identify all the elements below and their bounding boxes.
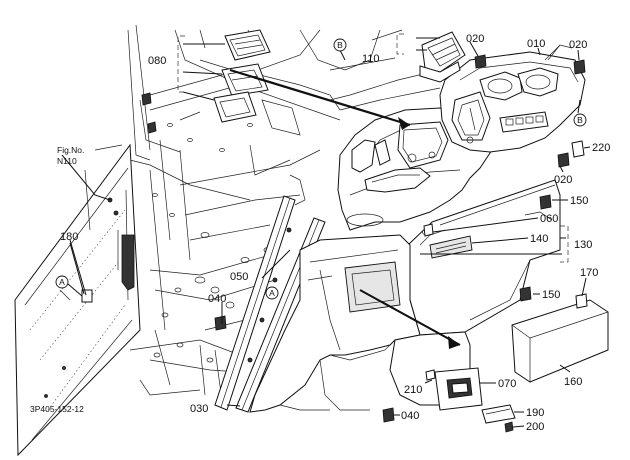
window-opening [344, 261, 401, 313]
bolt-170 [575, 293, 588, 309]
bracket-080 [177, 35, 185, 93]
label-060: 060 [540, 213, 558, 225]
label-150-upper: 150 [570, 195, 588, 207]
svg-text:B: B [337, 40, 343, 50]
bolt-020-mid [557, 152, 570, 168]
fig-ref-line1: Fig.No. [57, 145, 84, 155]
label-070: 070 [498, 378, 516, 390]
part-160-cover [511, 299, 609, 383]
part-130-lower-panel [407, 179, 561, 336]
label-040-bottom: 040 [401, 410, 419, 422]
fig-ref-line2: N110 [57, 156, 77, 166]
label-150-lower: 150 [542, 289, 560, 301]
svg-text:A: A [59, 277, 65, 287]
label-110: 110 [362, 53, 380, 65]
bracket-110 [396, 33, 404, 55]
label-010: 010 [527, 38, 545, 50]
label-190: 190 [526, 407, 544, 419]
part-190-switch [481, 404, 516, 424]
leader-lines [61, 37, 591, 428]
cab-frame [94, 24, 441, 401]
label-220: 220 [592, 142, 610, 154]
bolt-200 [504, 421, 514, 433]
bolt-060 [423, 223, 434, 237]
hardware [141, 54, 588, 433]
marker-a-left: A [55, 275, 83, 297]
marker-b-right: B [573, 113, 587, 127]
label-160: 160 [564, 376, 582, 388]
part-070-plate [434, 367, 483, 411]
label-020-top: 020 [466, 33, 484, 45]
label-020-right: 020 [569, 39, 587, 51]
label-030: 030 [190, 403, 208, 415]
bolt-150-upper [539, 194, 552, 210]
bracket-130 [560, 225, 569, 263]
marker-a-center: A [265, 286, 279, 300]
label-040-left: 040 [208, 293, 226, 305]
svg-text:A: A [269, 288, 275, 298]
bolt-020-right [573, 59, 586, 75]
label-140: 140 [530, 233, 548, 245]
svg-text:B: B [577, 115, 583, 125]
bolt-040-left [214, 315, 227, 331]
label-200: 200 [526, 421, 544, 433]
meter-panel [397, 121, 449, 169]
marker-b-top: B [333, 38, 347, 52]
reference-arrows [229, 68, 461, 349]
label-170: 170 [580, 267, 598, 279]
label-210: 210 [404, 384, 422, 396]
bolt-210 [425, 369, 436, 381]
drawing-code: 3P405-152-12 [30, 404, 84, 414]
label-130: 130 [574, 239, 592, 251]
label-020-mid: 020 [554, 174, 572, 186]
left-side-panel [14, 143, 141, 457]
part-010-console [439, 44, 586, 153]
bolt-150-lower [519, 286, 532, 302]
bracket-piece [121, 234, 135, 291]
fender-cover [249, 234, 421, 413]
part-110-pedal [419, 31, 466, 83]
label-050: 050 [230, 271, 248, 283]
part-220 [571, 140, 585, 158]
label-080: 080 [148, 55, 166, 67]
part-180-clip [69, 239, 93, 303]
bolt-040-bottom [382, 407, 395, 423]
bolt-020-top [474, 54, 487, 69]
label-180: 180 [60, 231, 78, 243]
